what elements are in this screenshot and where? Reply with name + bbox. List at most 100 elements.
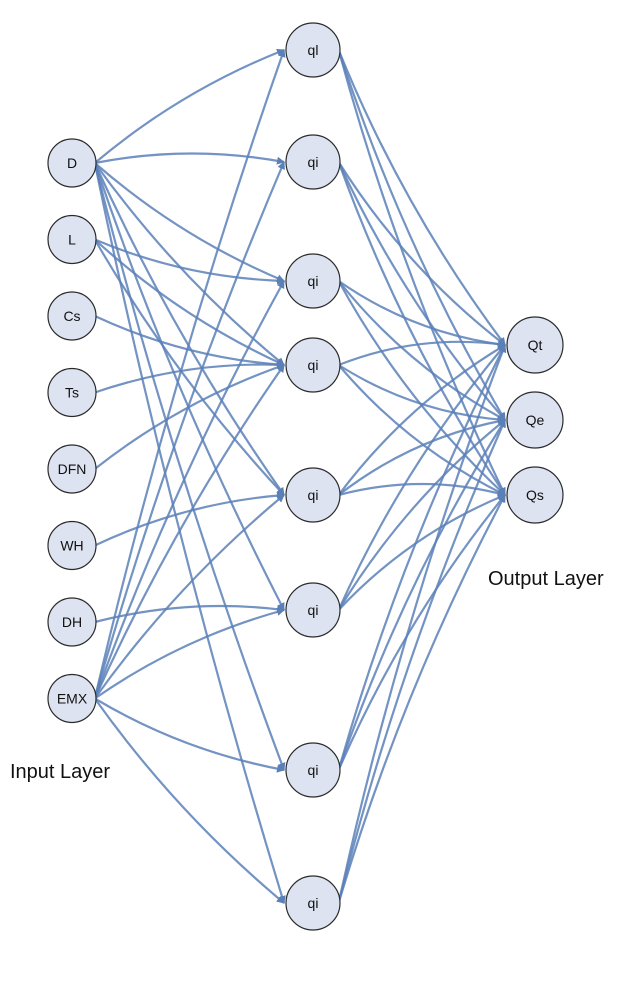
input-node-l: L — [47, 214, 97, 265]
input-node-l-label: L — [68, 232, 76, 248]
output-node-qt-label: Qt — [528, 337, 543, 353]
hidden-node-6-label: qi — [308, 762, 319, 778]
edge-hidden-5-output-qt — [337, 344, 506, 611]
edge-d-hidden-5 — [93, 162, 285, 611]
input-node-d-label: D — [67, 155, 77, 171]
input-node-emx: EMX — [47, 673, 97, 724]
edge-hidden-7-output-qe — [337, 419, 507, 904]
edge-hidden-3-output-qt — [338, 340, 506, 367]
edge-dh-hidden-5 — [94, 604, 285, 624]
input-node-dfn: DFN — [47, 444, 97, 494]
input-layer-label: Input Layer — [10, 761, 110, 783]
hidden-node-1-circle — [285, 134, 341, 190]
edge-emx-hidden-1 — [93, 161, 286, 699]
hidden-node-1-label: qi — [308, 154, 319, 170]
edge-hidden-7-output-qs — [337, 494, 506, 904]
input-node-dfn-circle — [47, 444, 97, 494]
edge-hidden-5-output-qe — [337, 419, 506, 611]
input-node-dh-label: DH — [62, 614, 82, 630]
hidden-node-1: qi — [285, 134, 341, 190]
hidden-node-3-circle — [285, 337, 341, 393]
hidden-node-4-circle — [285, 467, 341, 523]
edge-l-hidden-4 — [93, 238, 285, 496]
hidden-node-6: qi — [285, 742, 341, 798]
hidden-node-0-circle — [285, 22, 341, 78]
output-node-qe: Qe — [506, 391, 564, 449]
edge-d-hidden-0 — [94, 48, 285, 164]
edge-hidden-6-output-qt — [337, 344, 506, 771]
hidden-node-3: qi — [285, 337, 341, 393]
hidden-node-6-circle — [285, 742, 341, 798]
input-node-dh-circle — [47, 597, 97, 647]
edge-d-hidden-4 — [93, 162, 285, 496]
edge-l-hidden-2 — [94, 238, 285, 285]
edge-hidden-2-output-qs — [337, 280, 506, 496]
edge-d-hidden-1 — [94, 152, 285, 165]
output-node-qe-circle — [506, 391, 564, 449]
edge-d-hidden-3 — [93, 162, 285, 366]
edge-ts-hidden-3 — [94, 360, 285, 394]
hidden-node-2-circle — [285, 253, 341, 309]
edge-d-hidden-6 — [93, 162, 286, 771]
hidden-node-7: qi — [285, 875, 341, 931]
input-node-l-circle — [47, 214, 97, 265]
connection-edges — [93, 48, 507, 904]
input-node-emx-label: EMX — [57, 691, 88, 707]
edge-hidden-6-output-qs — [337, 494, 506, 771]
edge-emx-hidden-5 — [94, 607, 285, 700]
edge-hidden-4-output-qt — [337, 344, 506, 496]
hidden-node-4: qi — [285, 467, 341, 523]
input-node-dfn-label: DFN — [58, 461, 87, 477]
edge-emx-hidden-2 — [93, 280, 285, 699]
output-node-qs-label: Qs — [526, 487, 544, 503]
edge-emx-hidden-0 — [93, 49, 286, 699]
edge-hidden-4-output-qs — [338, 482, 506, 498]
edge-l-hidden-3 — [94, 238, 285, 367]
edge-d-hidden-7 — [93, 162, 286, 904]
input-node-ts-circle — [47, 367, 97, 418]
edge-hidden-1-output-qs — [337, 161, 506, 496]
hidden-node-5-label: qi — [308, 602, 319, 618]
output-node-qs-circle — [506, 466, 564, 524]
hidden-node-2-label: qi — [308, 273, 319, 289]
edge-hidden-3-output-qe — [338, 364, 506, 424]
hidden-node-5: qi — [285, 582, 341, 638]
edge-hidden-1-output-qt — [337, 161, 506, 346]
output-node-qt: Qt — [506, 316, 564, 374]
edge-wh-hidden-4 — [94, 491, 285, 547]
edge-emx-hidden-7 — [93, 697, 285, 904]
edge-hidden-5-output-qs — [337, 493, 506, 611]
input-node-d: D — [47, 138, 97, 188]
edge-hidden-3-output-qs — [337, 364, 506, 496]
edge-hidden-0-output-qt — [337, 49, 506, 346]
edge-hidden-4-output-qe — [337, 417, 506, 496]
edge-hidden-0-output-qs — [337, 49, 506, 496]
input-node-emx-circle — [47, 673, 97, 724]
edge-emx-hidden-4 — [93, 494, 285, 700]
hidden-node-4-label: qi — [308, 487, 319, 503]
input-node-wh-label: WH — [60, 538, 83, 554]
hidden-node-7-circle — [285, 875, 341, 931]
output-node-qt-circle — [506, 316, 564, 374]
edge-hidden-1-output-qe — [337, 161, 506, 421]
edge-hidden-7-output-qt — [337, 344, 507, 904]
input-node-ts-label: Ts — [65, 385, 79, 401]
hidden-node-0: ql — [285, 22, 341, 78]
input-node-cs: Cs — [47, 291, 97, 341]
edge-hidden-0-output-qe — [337, 49, 506, 421]
input-node-cs-label: Cs — [63, 308, 80, 324]
hidden-node-3-label: qi — [308, 357, 319, 373]
edge-d-hidden-2 — [94, 162, 285, 283]
input-node-cs-circle — [47, 291, 97, 341]
edge-hidden-6-output-qe — [337, 419, 506, 771]
hidden-node-2: qi — [285, 253, 341, 309]
output-node-qs: Qs — [506, 466, 564, 524]
input-node-ts: Ts — [47, 367, 97, 418]
input-node-wh-circle — [47, 520, 97, 571]
input-node-wh: WH — [47, 520, 97, 571]
hidden-node-0-label: ql — [308, 42, 319, 58]
output-node-qe-label: Qe — [526, 412, 545, 428]
input-node-d-circle — [47, 138, 97, 188]
